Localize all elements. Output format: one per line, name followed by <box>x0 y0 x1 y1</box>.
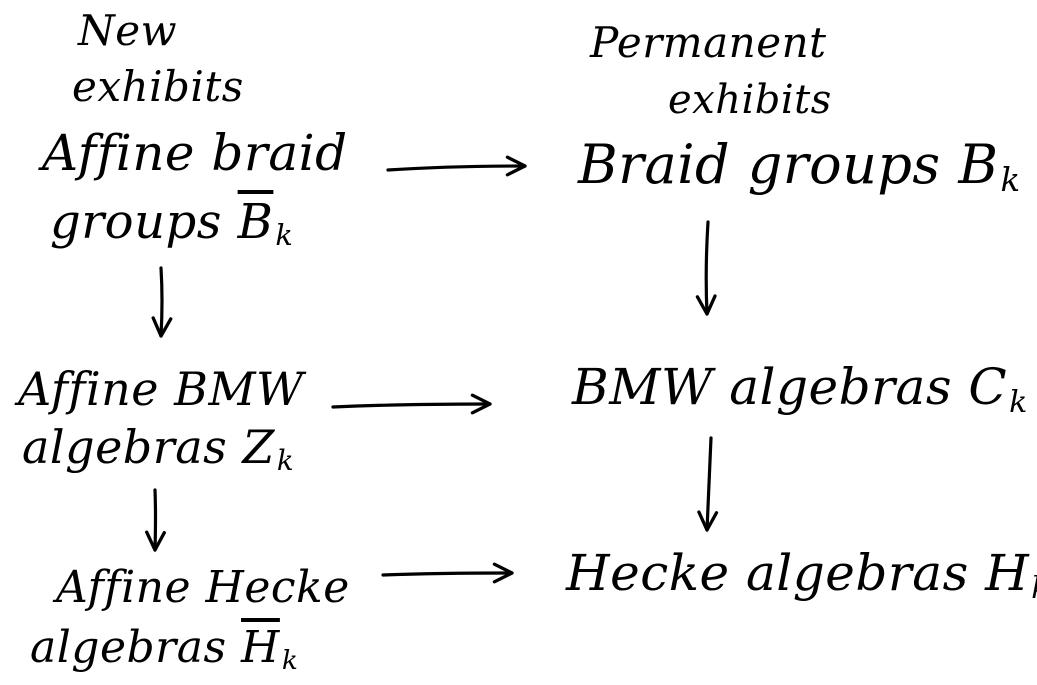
braid-groups-node: Braid groups Bk <box>578 138 1021 197</box>
arrow-braid-to-bmw <box>695 220 717 316</box>
braid-groups-subscript: k <box>1000 161 1021 200</box>
affine-bmw-subscript: k <box>276 443 295 477</box>
arrow-affine-bmw-to-bmw <box>331 393 492 415</box>
affine-hecke-line2: algebras Hk <box>30 626 298 674</box>
right-header-line2: exhibits <box>668 77 832 123</box>
affine-hecke-symbol: H <box>241 622 280 673</box>
hecke-algebras-symbol: H <box>985 544 1030 602</box>
right-header-line1: Permanent <box>590 18 827 67</box>
affine-braid-subscript: k <box>275 218 294 253</box>
bmw-algebras-node: BMW algebras Ck <box>572 362 1028 418</box>
arrow-affine-hecke-to-hecke <box>381 562 514 584</box>
affine-bmw-algebras-word: algebras <box>22 420 228 474</box>
affine-hecke-line1: Affine Hecke <box>56 562 350 613</box>
braid-groups-symbol: B <box>958 133 999 196</box>
left-header-line1: New <box>78 6 178 55</box>
affine-braid-symbol: B <box>237 194 274 250</box>
affine-bmw-symbol: Z <box>242 420 275 474</box>
braid-groups-text: Braid groups <box>578 133 941 196</box>
hecke-algebras-subscript: k <box>1031 571 1037 606</box>
affine-braid-groups-word: groups <box>50 194 222 250</box>
affine-bmw-line1: Affine BMW <box>18 362 304 416</box>
hecke-algebras-text: Hecke algebras <box>566 544 969 602</box>
arrow-affine-braid-to-braid <box>386 155 527 177</box>
affine-braid-line1: Affine braid <box>42 124 348 182</box>
affine-hecke-subscript: k <box>281 644 299 676</box>
affine-bmw-line2: algebras Zk <box>22 424 294 474</box>
arrow-bmw-to-hecke <box>697 436 719 532</box>
arrow-affine-braid-to-affine-bmw <box>151 266 173 338</box>
bmw-algebras-text: BMW algebras <box>572 358 952 416</box>
affine-hecke-algebras-word: algebras <box>30 622 227 673</box>
left-header-line2: exhibits <box>72 62 244 111</box>
bmw-algebras-symbol: C <box>968 358 1008 416</box>
arrow-affine-bmw-to-affine-hecke <box>145 488 166 552</box>
bmw-algebras-subscript: k <box>1009 384 1028 420</box>
affine-braid-line2: groups Bk <box>50 198 293 250</box>
hecke-algebras-node: Hecke algebras Hk <box>566 548 1037 604</box>
